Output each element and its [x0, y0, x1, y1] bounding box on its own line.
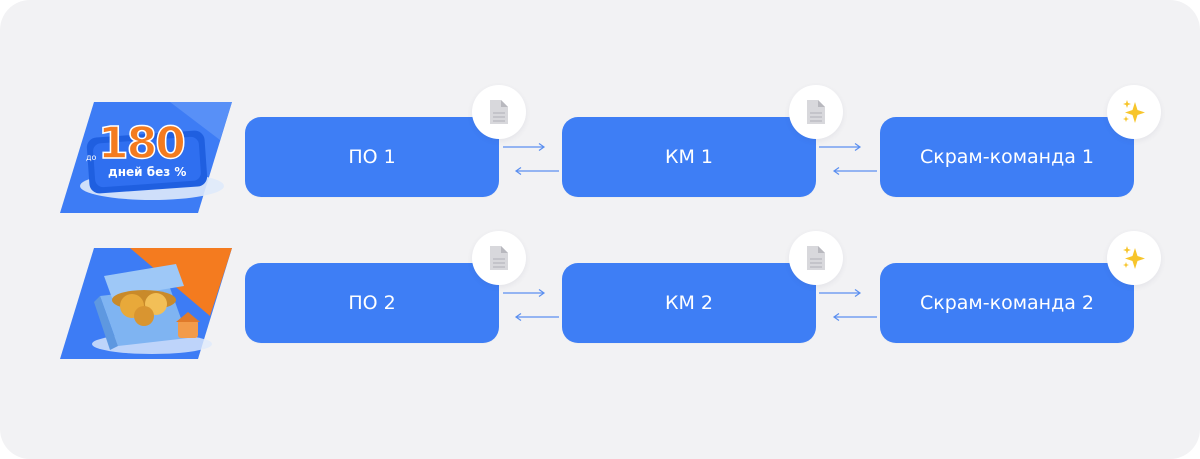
document-icon: [490, 246, 508, 270]
node-label: ПО 2: [348, 292, 396, 314]
arrow-right-km1-scrum1: [818, 142, 862, 152]
node-km-1: КМ 1: [562, 117, 816, 197]
node-label: Скрам-команда 1: [919, 146, 1095, 168]
badge-po-2: [472, 231, 526, 285]
document-icon: [490, 100, 508, 124]
arrow-left-km1-po1: [514, 166, 560, 176]
promo-big-number: 180: [98, 118, 184, 169]
arrow-left-km2-po2: [514, 312, 560, 322]
node-label: ПО 1: [348, 146, 396, 168]
node-label: КМ 1: [664, 146, 713, 168]
node-label: Скрам-команда 2: [919, 292, 1095, 314]
document-icon: [807, 246, 825, 270]
badge-km-2: [789, 231, 843, 285]
promo-card-180-icon: до 180 дней без %: [60, 100, 232, 215]
node-scrum-team-2: Скрам-команда 2: [880, 263, 1134, 343]
node-scrum-team-1: Скрам-команда 1: [880, 117, 1134, 197]
badge-km-1: [789, 85, 843, 139]
promo-caption: дней без %: [108, 165, 186, 179]
badge-scrum-team-2: [1107, 231, 1161, 285]
arrow-right-km2-scrum2: [818, 288, 862, 298]
node-po-2: ПО 2: [245, 263, 499, 343]
node-po-1: ПО 1: [245, 117, 499, 197]
badge-po-1: [472, 85, 526, 139]
document-icon: [807, 100, 825, 124]
arrow-left-scrum1-km1: [832, 166, 878, 176]
promo-small-prefix: до: [86, 153, 97, 162]
node-km-2: КМ 2: [562, 263, 816, 343]
arrow-right-po2-km2: [502, 288, 546, 298]
badge-scrum-team-1: [1107, 85, 1161, 139]
arrow-right-po1-km1: [502, 142, 546, 152]
treasure-chest-coins-icon: [60, 246, 232, 361]
sparkles-icon: [1123, 100, 1145, 123]
sparkles-icon: [1123, 246, 1145, 269]
arrow-left-scrum2-km2: [832, 312, 878, 322]
node-label: КМ 2: [664, 292, 713, 314]
